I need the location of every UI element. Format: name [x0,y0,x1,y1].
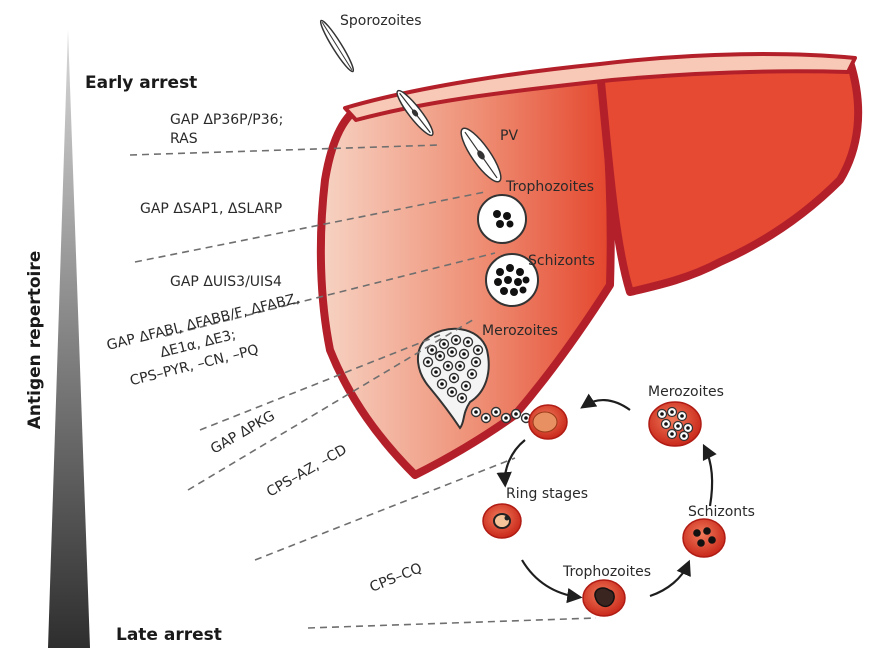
late-arrest-label: Late arrest [116,625,222,645]
arrow-schizont-to-merozoite [705,448,712,506]
rbc-invaded [529,405,567,439]
arrow-merozoite-to-rbc [584,400,630,410]
guide-line-cq [308,618,596,628]
rbc-trophozoite [583,580,625,616]
liver-trophozoite [478,195,526,243]
rbc-ring [483,504,521,538]
label-cps-cq: CPS–CQ [368,560,425,595]
label-gap-p36: GAP ΔP36P/P36; RAS [170,112,288,147]
sporozoites-label: Sporozoites [340,13,422,29]
label-cps-az: CPS–AZ, –CD [264,442,350,501]
liver-schizonts-label: Schizonts [528,253,595,269]
liver-merozoites-label: Merozoites [482,323,558,339]
antigen-repertoire-triangle [48,30,90,648]
blood-schizonts-label: Schizonts [688,504,755,520]
liver-right-lobe [600,61,858,292]
blood-merozoites-label: Merozoites [648,384,724,400]
pv-label: PV [500,128,518,144]
label-gap-sap1: GAP ΔSAP1, ΔSLARP [140,201,282,217]
label-gap-pkg: GAP ΔPKG [208,408,278,458]
liver-trophozoites-label: Trophozoites [505,179,594,195]
early-arrest-label: Early arrest [85,73,197,93]
rbc-merozoites [649,402,701,446]
blood-trophozoites-label: Trophozoites [562,564,651,580]
label-gap-uis3: GAP ΔUIS3/UIS4 [170,274,282,290]
ring-stages-label: Ring stages [506,486,588,502]
arrow-trophozoite-to-schizont [650,564,688,596]
label-gap-fabi: GAP ΔFABI, ΔFABB/F, ΔFABZ, ΔE1α, ΔE3; CP… [105,289,315,392]
axis-side-label: Antigen repertoire [25,251,45,429]
rbc-schizont [683,519,725,557]
arrow-rbc-to-ring [505,440,525,483]
